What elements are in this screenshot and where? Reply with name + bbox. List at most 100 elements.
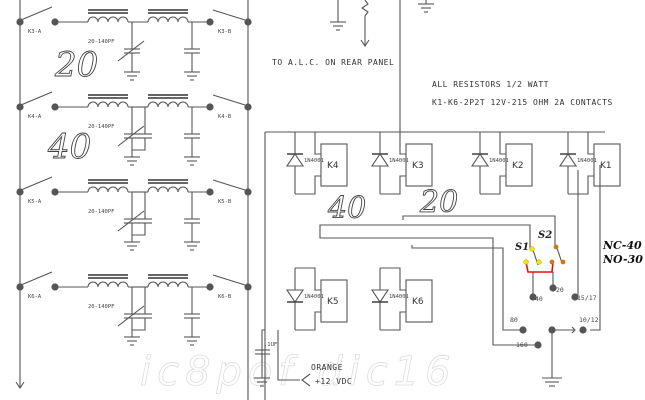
relay-contact-a (51, 18, 59, 26)
terminal-40-label: 40 (535, 295, 543, 303)
bypass-cap-label: .1UF (264, 342, 277, 348)
relay-label: K5 (327, 297, 339, 307)
s2-common-contact[interactable] (553, 244, 559, 250)
jumper-wire (525, 261, 554, 273)
diode-icon (370, 153, 390, 167)
relay-coil-box (405, 279, 433, 323)
diode-icon (285, 153, 305, 167)
trimmer-arrow-icon (117, 210, 145, 232)
rail-arrow-icon (15, 381, 25, 389)
relay-note: K1-K6-2P2T 12V-215 OHM 2A CONTACTS (432, 98, 613, 107)
terminal-10-12-label: 10/12 (579, 316, 599, 324)
diode-icon (285, 289, 305, 303)
terminal-80-label: 80 (510, 316, 518, 324)
terminal-20-label: 20 (556, 286, 564, 294)
diode-label: 1N4001 (389, 158, 409, 164)
relay-contact-b (206, 18, 214, 26)
terminal-10-12[interactable] (579, 326, 587, 334)
relay-label: K6 (412, 297, 424, 307)
alc-section (330, 0, 434, 120)
diode-icon (470, 153, 490, 167)
switch-b-label: K5-B (218, 199, 232, 205)
diode-label: 1N4001 (304, 158, 324, 164)
terminal-160[interactable] (534, 341, 542, 349)
relay-band-40: 40 (327, 191, 366, 226)
s1-common-contact[interactable] (529, 246, 535, 252)
diode-label: 1N4001 (389, 294, 409, 300)
switch-wiring (319, 165, 601, 387)
relay-contact-b (206, 103, 214, 111)
connector-icon (301, 373, 311, 387)
diode-icon (558, 153, 578, 167)
diode-label: 1N4001 (489, 158, 509, 164)
relay-contact-a (51, 103, 59, 111)
relay-contact-b-common (244, 18, 252, 26)
filter-section: K5-A K5-B 20-140PF (16, 176, 252, 251)
s2-contact-b[interactable] (560, 259, 566, 265)
trimmer-label: 20-140PF (88, 304, 115, 310)
switch-b-label: K3-B (218, 29, 232, 35)
relay-contact-a (51, 283, 59, 291)
mode-nc-label: NC-40 (602, 239, 642, 252)
relay-coil-box (505, 143, 533, 187)
relay-label: K4 (327, 161, 339, 171)
diode-label: 1N4001 (577, 158, 597, 164)
switch-s1-label: S1 (515, 242, 529, 253)
band-label-40: 40 (47, 127, 91, 167)
arrow-icon (360, 39, 370, 47)
s1-contact-b[interactable] (536, 259, 542, 265)
s1-contact-a[interactable] (523, 259, 529, 265)
diode-label: 1N4001 (304, 294, 324, 300)
trimmer-arrow-icon (117, 40, 145, 62)
relay-label: K2 (512, 161, 524, 171)
terminal-15-17[interactable] (571, 293, 579, 301)
relay-band-20: 20 (419, 185, 458, 220)
resistor-icon (361, 0, 369, 46)
watermark: ic8pof dic16 (140, 349, 457, 395)
trimmer-label: 20-140PF (88, 209, 115, 215)
filter-section: K3-A K3-B 20-140PF (16, 6, 252, 81)
terminal-80[interactable] (519, 326, 527, 334)
switch-a-label: K3-A (28, 29, 42, 35)
switch-b-label: K4-B (218, 114, 232, 120)
trimmer-arrow-icon (117, 305, 145, 327)
supply-voltage-label: +12 VDC (315, 377, 352, 386)
mode-no-label: NO-30 (602, 253, 643, 266)
switch-a-label: K5-A (28, 199, 42, 205)
relay-contact-b-common (244, 188, 252, 196)
trimmer-label: 20-140PF (88, 39, 115, 45)
terminal-40[interactable] (529, 293, 537, 301)
trimmer-label: 20-140PF (88, 124, 115, 130)
terminal-15-17-label: 15/17 (577, 294, 597, 302)
relay-contact-b-common (244, 103, 252, 111)
relay-coil-box (593, 143, 621, 187)
filter-section: K4-A K4-B 20-140PF (16, 91, 252, 166)
switch-s2-label: S2 (538, 230, 552, 241)
relay-contact-b (206, 188, 214, 196)
band-label-20: 20 (54, 45, 98, 85)
terminal-160-label: 160 (516, 341, 528, 349)
supply-color-label: ORANGE (311, 363, 343, 372)
trimmer-arrow-icon (117, 125, 145, 147)
resistor-note: ALL RESISTORS 1/2 WATT (432, 80, 549, 89)
switch-a-label: K4-A (28, 114, 42, 120)
alc-label: TO A.L.C. ON REAR PANEL (272, 58, 394, 67)
relay-contact-b-common (244, 283, 252, 291)
terminal-common[interactable] (548, 326, 556, 334)
switch-a-label: K6-A (28, 294, 42, 300)
terminal-20[interactable] (549, 284, 557, 292)
diode-icon (370, 289, 390, 303)
filter-section: K6-A K6-B 20-140PF (16, 271, 252, 346)
switch-b-label: K6-B (218, 294, 232, 300)
relay-contact-a (51, 188, 59, 196)
relay-label: K3 (412, 161, 424, 171)
s2-contact-a[interactable] (549, 259, 555, 265)
power-input (254, 329, 311, 387)
relay-coil-box (405, 143, 433, 187)
